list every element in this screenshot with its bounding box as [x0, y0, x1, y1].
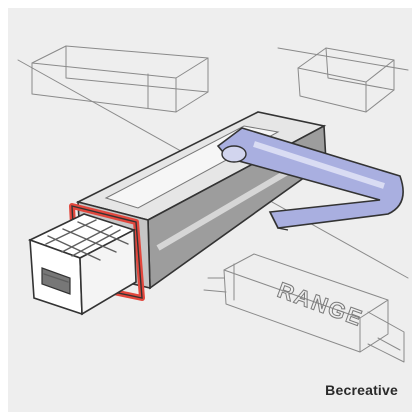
usb-drive-sketch: RANGE	[17, 45, 409, 363]
swivel-cap	[216, 127, 404, 229]
wireframe-box-top-left	[31, 45, 209, 113]
brand-logo: Becreative	[325, 382, 398, 398]
wireframe-drive-bottom-right	[203, 253, 405, 363]
cap-highlight	[253, 141, 385, 189]
sketch-lettering: RANGE	[274, 277, 367, 331]
usb-port-slot	[41, 267, 71, 295]
usb-drive-main	[27, 111, 404, 316]
cap-pivot	[221, 145, 247, 163]
wireframe-box-top-right	[277, 47, 409, 113]
